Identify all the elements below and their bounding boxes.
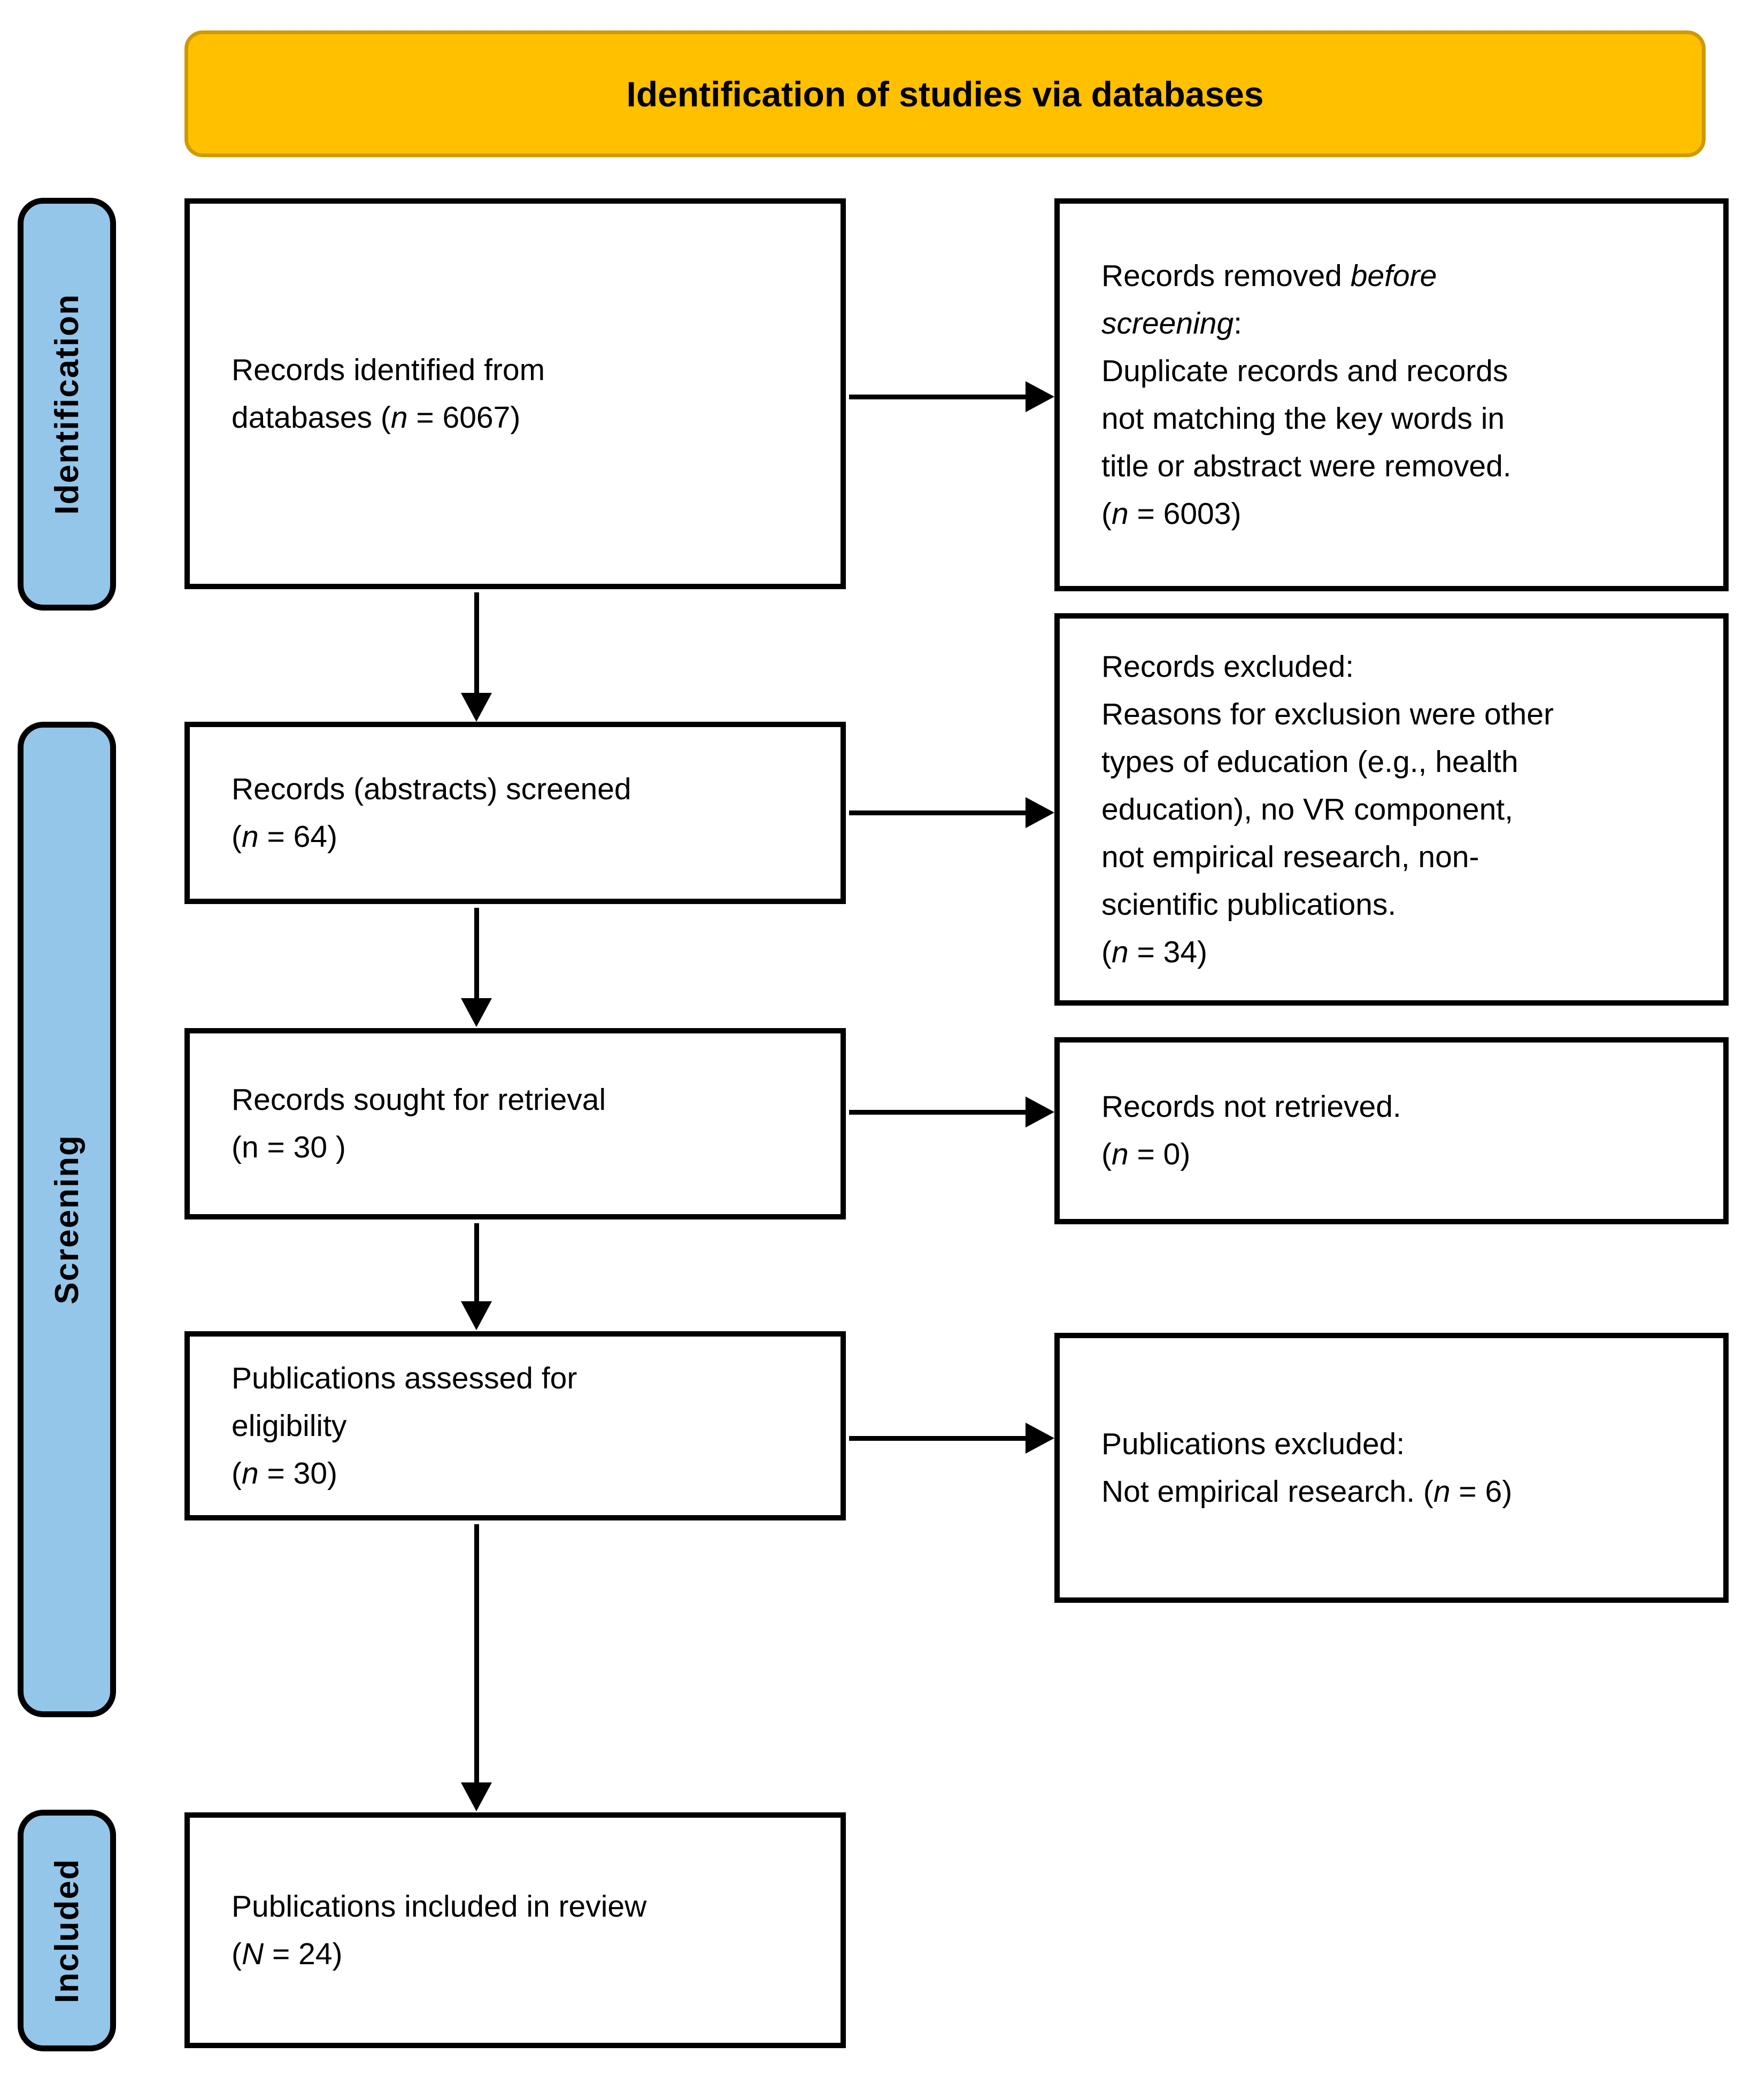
arrow-shaft (474, 1223, 479, 1301)
box-records-sought-retrieval: Records sought for retrieval(n = 30 ) (184, 1028, 846, 1219)
stage-label-identification: Identification (18, 198, 116, 611)
arrow-shaft (849, 810, 1026, 815)
box-records-excluded: Records excluded:Reasons for exclusion w… (1054, 613, 1729, 1006)
arrow-screened-to-sought (461, 908, 492, 1027)
box-publications-included: Publications included in review(N = 24) (184, 1812, 846, 2048)
arrow-down-icon (461, 998, 492, 1027)
box-records-not-retrieved-text: Records not retrieved.(n = 0) (1101, 1090, 1401, 1171)
arrow-shaft (474, 908, 479, 998)
arrow-sought-to-assessed (461, 1223, 492, 1330)
box-records-screened-text: Records (abstracts) screened(n = 64) (232, 771, 631, 854)
arrow-identified-to-screened (461, 592, 492, 722)
arrow-right-icon (1026, 1097, 1054, 1128)
box-records-not-retrieved: Records not retrieved.(n = 0) (1054, 1037, 1729, 1224)
arrow-shaft (849, 395, 1026, 399)
arrow-shaft (849, 1110, 1026, 1115)
arrow-identified-to-removed (849, 381, 1054, 412)
stage-label-included: Included (18, 1810, 116, 2051)
arrow-assessed-to-pub-excluded (849, 1423, 1054, 1454)
header-title: Identification of studies via databases (626, 74, 1264, 114)
stage-label-identification-text: Identification (48, 294, 86, 515)
box-publications-excluded-text: Publications excluded:Not empirical rese… (1101, 1426, 1513, 1509)
arrow-right-icon (1026, 1423, 1054, 1454)
stage-label-screening-text: Screening (48, 1134, 86, 1304)
box-records-screened: Records (abstracts) screened(n = 64) (184, 722, 846, 904)
arrow-down-icon (461, 693, 492, 722)
arrow-down-icon (461, 1301, 492, 1330)
arrow-right-icon (1026, 381, 1054, 412)
header-banner: Identification of studies via databases (184, 30, 1706, 157)
arrow-assessed-to-included (461, 1524, 492, 1811)
stage-label-screening: Screening (18, 722, 116, 1717)
stage-label-included-text: Included (48, 1858, 86, 2003)
arrow-shaft (474, 592, 479, 693)
arrow-shaft (849, 1436, 1026, 1441)
box-records-sought-text: Records sought for retrieval(n = 30 ) (232, 1083, 606, 1164)
box-publications-excluded: Publications excluded:Not empirical rese… (1054, 1333, 1729, 1603)
arrow-down-icon (461, 1782, 492, 1811)
arrow-screened-to-excluded (849, 797, 1054, 828)
box-publications-included-text: Publications included in review(N = 24) (232, 1889, 647, 1971)
box-records-excluded-text: Records excluded:Reasons for exclusion w… (1101, 649, 1554, 969)
arrow-shaft (474, 1524, 479, 1782)
arrow-right-icon (1026, 797, 1054, 828)
arrow-sought-to-not-retrieved (849, 1097, 1054, 1128)
